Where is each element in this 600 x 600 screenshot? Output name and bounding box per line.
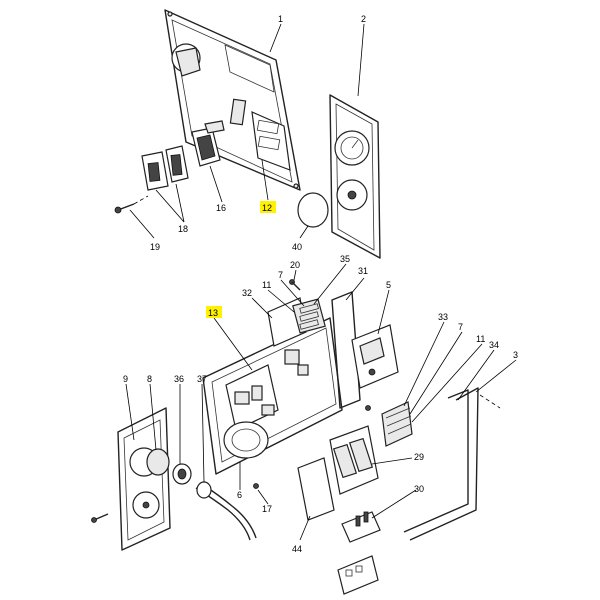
part-1-control-panel-plate [164,9,301,191]
callout-44: 44 [292,544,302,554]
part-9-lower-panel [117,407,171,551]
part-18-switch-frames [141,145,189,191]
part-20-screw [289,279,301,291]
callout-3: 3 [513,350,518,360]
lower-left-screw [91,513,109,523]
callout-12-highlight [260,201,276,213]
callout-30: 30 [414,484,424,494]
callout-6: 6 [237,490,242,500]
part-31-mounting-plate [331,291,361,409]
part-40-round-cap [297,192,329,228]
leader-lines [125,23,517,541]
callout-40: 40 [292,242,302,252]
part-29-contactor [329,425,379,495]
callout-11a: 11 [262,280,271,290]
callout-labels: 1 2 12 16 18 19 40 20 35 7 11 31 5 32 13… [123,14,518,554]
callout-37: 37 [197,374,207,384]
callout-12: 12 [262,203,272,213]
callout-16: 16 [216,203,226,213]
callout-34: 34 [489,340,499,350]
part-5-relay [351,324,399,389]
callout-18: 18 [178,224,188,234]
part-13-electronics-tray [202,317,343,475]
callout-13-highlight [206,306,222,318]
loose-connector-box [337,555,379,595]
callout-7a: 7 [278,270,283,280]
callout-9: 9 [123,374,128,384]
part-44-bracket [297,457,335,521]
part-33-terminal-strip [365,401,413,447]
part-16-rocker-switch [191,120,225,167]
callout-5: 5 [386,280,391,290]
callout-8: 8 [147,374,152,384]
part-3-frame-rails [403,387,479,541]
callout-2: 2 [361,14,366,24]
part-36-cable-gland [172,463,192,485]
callout-17: 17 [262,504,272,514]
callout-36: 36 [174,374,184,384]
part-2-gauge-panel [329,94,381,259]
callout-31: 31 [358,266,368,276]
callout-13: 13 [208,308,218,318]
part-17-nut [253,483,259,489]
callout-7b: 7 [458,322,463,332]
callout-35: 35 [340,254,350,264]
part-19-screw [114,195,149,214]
callout-20: 20 [290,260,300,270]
callout-19: 19 [150,242,160,252]
part-37-cable [195,481,257,541]
callout-11b: 11 [476,334,485,344]
part-8-socket [146,448,170,476]
callout-1: 1 [278,14,283,24]
part-30-module [341,511,381,543]
part-35-terminal-block [292,298,326,334]
callout-33: 33 [438,312,448,322]
callout-32: 32 [242,288,252,298]
callout-29: 29 [414,452,424,462]
